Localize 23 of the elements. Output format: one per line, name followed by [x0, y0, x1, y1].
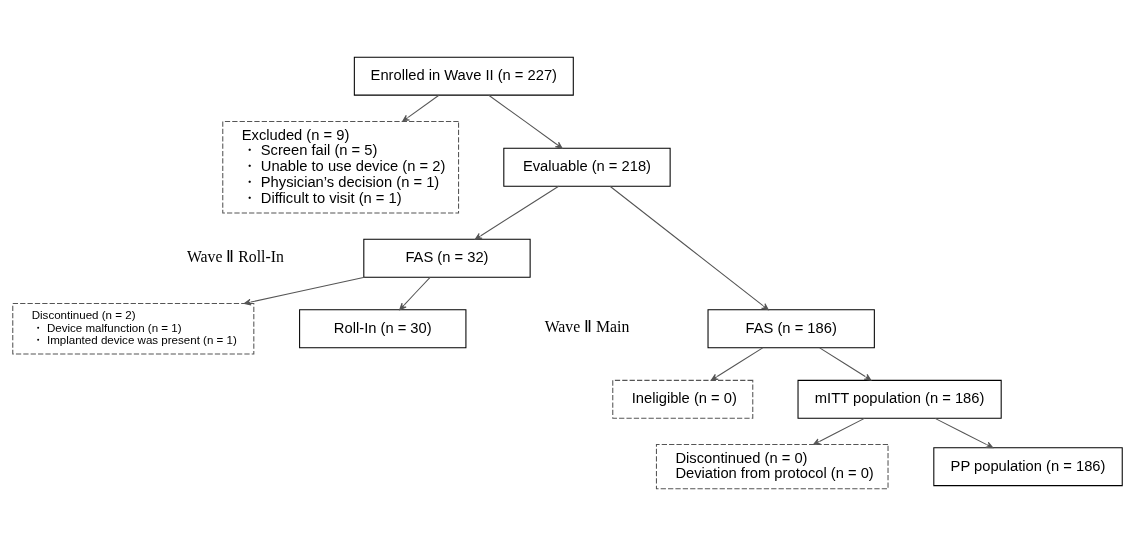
arrow — [710, 347, 764, 381]
node-box: mITT population (n = 186) — [797, 379, 1002, 419]
arrow — [934, 417, 994, 449]
node-box: Ineligible (n = 0) — [612, 379, 754, 419]
node-box: Discontinued (n = 2) ・ Device malfunction (n = 1) ・ Implanted device was present (n = 1) — [12, 303, 255, 355]
arrow — [399, 276, 431, 311]
node-box: Enrolled in Wave II (n = 227) — [353, 56, 574, 96]
node-box: Excluded (n = 9) ・ Screen fail (n = 5) ・ Unable to use device (n = 2) ・ Physician’s decision (n = 1) ・ Difficult to visit (n = 1) — [222, 120, 460, 214]
node-box: FAS (n = 186) — [707, 309, 875, 349]
arrow — [819, 347, 872, 381]
arrow — [474, 185, 560, 240]
arrow — [488, 94, 563, 149]
node-box: PP population (n = 186) — [933, 447, 1123, 487]
arrow — [609, 185, 769, 311]
node-box: Discontinued (n = 0) Deviation from protocol (n = 0) — [655, 444, 889, 490]
arrow — [243, 276, 366, 306]
arrow — [813, 417, 865, 445]
node-box: Roll-In (n = 30) — [299, 309, 467, 349]
node-box: Evaluable (n = 218) — [503, 147, 671, 187]
arrow — [402, 94, 440, 122]
node-box: FAS (n = 32) — [363, 238, 531, 278]
label: Wave Ⅱ Roll-In — [186, 247, 284, 265]
label: Wave Ⅱ Main — [544, 318, 630, 336]
